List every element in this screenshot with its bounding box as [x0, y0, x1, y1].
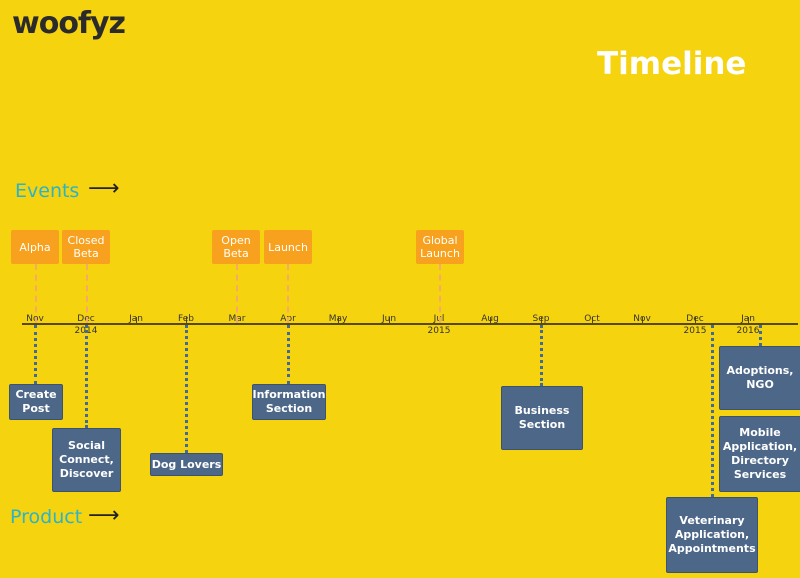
- axis-tick: [338, 317, 339, 325]
- axis-tick: [695, 317, 696, 325]
- arrow-right-icon: ⟶: [88, 176, 120, 201]
- month-label: Aug: [481, 314, 499, 324]
- timeline-axis: [22, 323, 798, 325]
- product-information-section: Information Section: [252, 384, 326, 420]
- product-mobile-application: Mobile Application, Directory Services: [719, 416, 800, 492]
- month-label: Oct: [584, 314, 600, 324]
- arrow-right-icon: ⟶: [88, 503, 120, 528]
- axis-tick: [748, 317, 749, 325]
- year-label: 2015: [683, 326, 707, 336]
- event-launch: Launch: [264, 230, 312, 264]
- axis-tick: [186, 317, 187, 325]
- product-create-post: Create Post: [9, 384, 63, 420]
- event-open-beta: Open Beta: [212, 230, 260, 264]
- month-label: Jan: [129, 314, 143, 324]
- product-veterinary-application: Veterinary Application, Appointments: [666, 497, 758, 573]
- product-business-section: Business Section: [501, 386, 583, 450]
- axis-tick: [592, 317, 593, 325]
- year-label: 2015: [427, 326, 451, 336]
- product-dog-lovers: Dog Lovers: [150, 453, 223, 476]
- page-title: Timeline: [597, 46, 747, 82]
- month-label: Jun: [381, 314, 397, 324]
- month-label: Sep: [532, 314, 550, 324]
- axis-tick: [541, 317, 542, 325]
- product-adoptions-ngo: Adoptions, NGO: [719, 346, 800, 410]
- events-lane-label: Events: [15, 180, 80, 202]
- event-alpha: Alpha: [11, 230, 59, 264]
- month-label: Nov: [633, 314, 651, 324]
- month-label: May: [328, 314, 348, 324]
- product-lane-label: Product: [10, 506, 83, 528]
- axis-tick: [136, 317, 137, 325]
- axis-tick: [389, 317, 390, 325]
- event-global-launch: Global Launch: [416, 230, 464, 264]
- year-label: 2016: [736, 326, 760, 336]
- axis-tick: [642, 317, 643, 325]
- month-label: Feb: [178, 314, 194, 324]
- month-label: Jan: [741, 314, 755, 324]
- month-label: Dec: [686, 314, 704, 324]
- woofyz-logo: woofyz: [12, 6, 126, 41]
- axis-tick: [490, 317, 491, 325]
- product-social-connect: Social Connect, Discover: [52, 428, 121, 492]
- event-closed-beta: Closed Beta: [62, 230, 110, 264]
